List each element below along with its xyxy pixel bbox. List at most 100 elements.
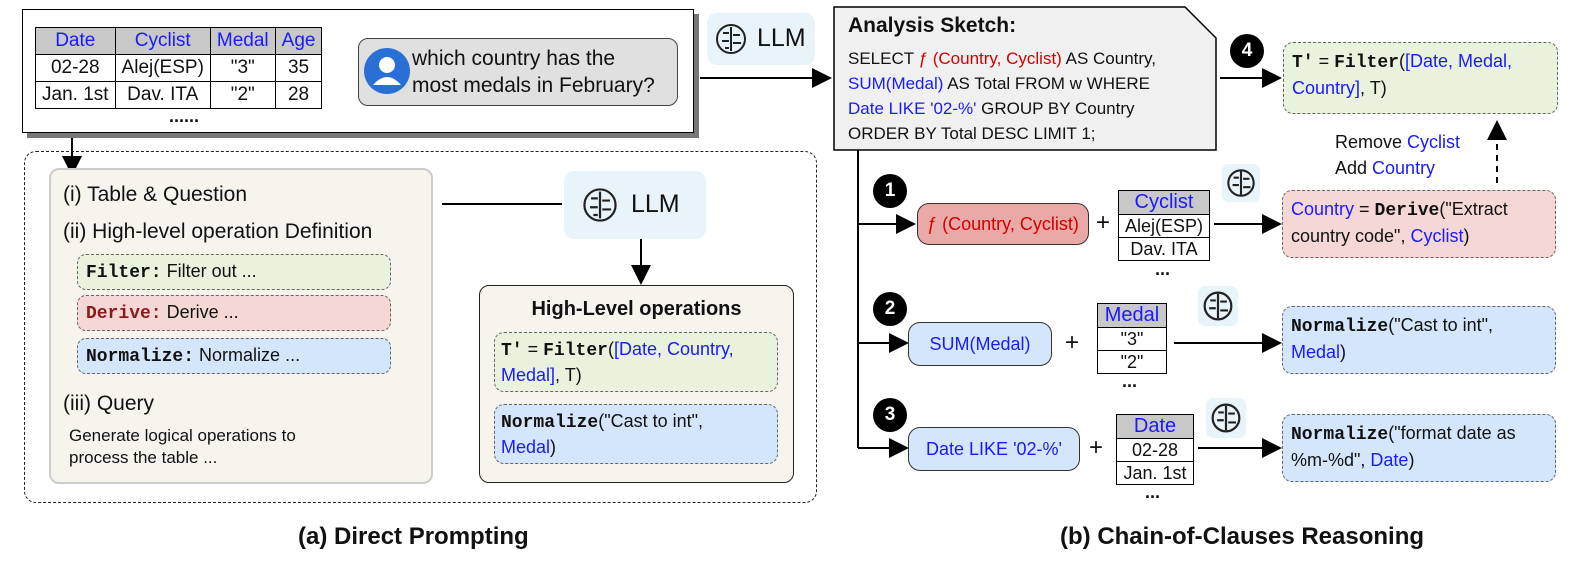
column-ellipsis: ...: [1122, 371, 1138, 391]
table-cell: "2": [209, 81, 276, 109]
sql-line-3: Date LIKE '02-%' GROUP BY Country: [848, 96, 1156, 121]
step-2-clause: SUM(Medal): [908, 322, 1052, 366]
prompt-item-query: (iii) Query: [63, 392, 155, 415]
table-header-row: Date Cyclist Medal Age: [35, 27, 323, 55]
add-label: Add: [1335, 158, 1373, 178]
normalize-description: Normalize ...: [199, 345, 301, 365]
question-bubble: which country has the most medals in Feb…: [358, 38, 678, 106]
op-end: , T): [555, 365, 582, 385]
llm-badge-top: LLM: [707, 13, 815, 65]
caption-chain-of-clauses: (b) Chain-of-Clauses Reasoning: [1060, 523, 1425, 550]
normalize-operation: Normalize("Cast to int",Medal): [494, 404, 778, 464]
op-end: ): [550, 437, 557, 457]
query-line-1: Generate logical operations to: [69, 426, 296, 445]
filter-operation: T' = Filter([Date, Country,Medal], T): [494, 332, 778, 392]
op-args: Country]: [1292, 78, 1361, 98]
step-3-result: Normalize("format date as%m-%d", Date): [1282, 414, 1556, 482]
sql-text: AS Total FROM w WHERE: [943, 74, 1150, 93]
table-header: Date: [35, 27, 116, 55]
op-args: Medal]: [501, 365, 556, 385]
table-row: 02-28 Alej(ESP) "3" 35: [35, 54, 323, 82]
column-cell: "3": [1097, 327, 1167, 351]
user-avatar-icon: [364, 48, 410, 94]
column-ellipsis: ...: [1145, 482, 1161, 502]
prompt-box: (i) Table & Question (ii) High-level ope…: [49, 168, 433, 484]
step-3-marker: 3: [873, 398, 907, 432]
op-paren: (: [1398, 51, 1405, 71]
op-end: ): [1340, 342, 1347, 362]
op-args: [Date, Country,: [613, 339, 734, 359]
brain-icon: [1222, 164, 1260, 202]
filter-keyword: Filter:: [86, 263, 162, 283]
derive-definition: Derive: Derive ...: [77, 295, 391, 331]
plus-sign: +: [1089, 434, 1104, 461]
question-line-2: most medals in February?: [412, 74, 655, 97]
step-2-table: Medal "3" "2": [1097, 303, 1167, 374]
op-target: T': [1292, 53, 1314, 73]
op-args: Medal: [501, 437, 551, 457]
op-args: country code",: [1291, 226, 1411, 246]
op-keyword: Normalize: [501, 413, 599, 433]
input-table-panel: Date Cyclist Medal Age 02-28 Alej(ESP) "…: [22, 9, 694, 133]
op-end: , T): [1360, 78, 1387, 98]
normalize-keyword: Normalize:: [86, 347, 195, 367]
table-ellipsis: ......: [169, 106, 200, 126]
table-cell: "3": [209, 54, 276, 82]
llm-label: LLM: [757, 24, 806, 52]
table-cell: 02-28: [35, 54, 116, 82]
column-header: Medal: [1097, 303, 1167, 328]
derive-description: Derive ...: [166, 302, 239, 322]
op-keyword: Normalize: [1291, 317, 1389, 337]
derive-keyword: Derive:: [86, 304, 162, 324]
op-equals: =: [1313, 51, 1335, 71]
column-ellipsis: ...: [1155, 259, 1171, 279]
op-args: Medal: [1291, 342, 1341, 362]
step-3-clause: Date LIKE '02-%': [908, 427, 1080, 471]
sql-text: AS Country,: [1061, 49, 1157, 68]
input-table: Date Cyclist Medal Age 02-28 Alej(ESP) "…: [35, 27, 323, 109]
sql-line-4: ORDER BY Total DESC LIMIT 1;: [848, 124, 1096, 143]
op-args: Date: [1370, 450, 1409, 470]
op-equals: =: [1354, 199, 1375, 219]
op-args: ("format date as: [1388, 423, 1516, 443]
add-note: Add Country: [1335, 158, 1435, 179]
normalize-definition: Normalize: Normalize ...: [77, 338, 391, 374]
remove-word: Cyclist: [1407, 132, 1461, 152]
table-header: Cyclist: [114, 27, 211, 55]
op-end: ): [1408, 450, 1415, 470]
column-cell: Alej(ESP): [1118, 214, 1210, 238]
table-cell: 35: [274, 54, 323, 82]
brain-icon: [1206, 398, 1246, 438]
op-args: ("Cast to int",: [1388, 315, 1494, 335]
table-cell: Jan. 1st: [35, 81, 116, 109]
op-target: T': [501, 341, 523, 361]
step-1-table: Cyclist Alej(ESP) Dav. ITA: [1118, 190, 1210, 261]
llm-label: LLM: [631, 190, 680, 218]
table-header: Medal: [209, 27, 276, 55]
op-keyword: Filter: [543, 341, 608, 361]
op-args: [Date, Medal,: [1404, 51, 1512, 71]
op-keyword: Derive: [1374, 201, 1440, 221]
direct-prompting-region: [24, 151, 817, 503]
filter-definition: Filter: Filter out ...: [77, 254, 391, 290]
sql-text: GROUP BY Country: [976, 99, 1135, 118]
remove-label: Remove: [1335, 132, 1408, 152]
sketch-sql: SELECT ƒ (Country, Cyclist) AS Country, …: [848, 46, 1156, 146]
sql-text: SELECT: [848, 49, 919, 68]
op-args: %m-%d",: [1291, 450, 1371, 470]
sql-line-2: SUM(Medal) AS Total FROM w WHERE: [848, 71, 1156, 96]
brain-icon: [583, 188, 617, 222]
add-word: Country: [1372, 158, 1436, 178]
table-cell: Alej(ESP): [114, 54, 211, 82]
caption-direct-prompting: (a) Direct Prompting: [298, 523, 529, 550]
high-level-operations-box: High-Level operations T' = Filter([Date,…: [479, 285, 794, 483]
prompt-item-definition: (ii) High-level operation Definition: [63, 220, 373, 243]
column-cell: 02-28: [1116, 438, 1194, 462]
column-cell: Jan. 1st: [1116, 461, 1194, 485]
analysis-sketch-shape: [833, 6, 1217, 151]
sketch-title: Analysis Sketch:: [848, 14, 1017, 37]
table-row: Jan. 1st Dav. ITA "2" 28: [35, 81, 323, 109]
plus-sign: +: [1096, 209, 1111, 236]
